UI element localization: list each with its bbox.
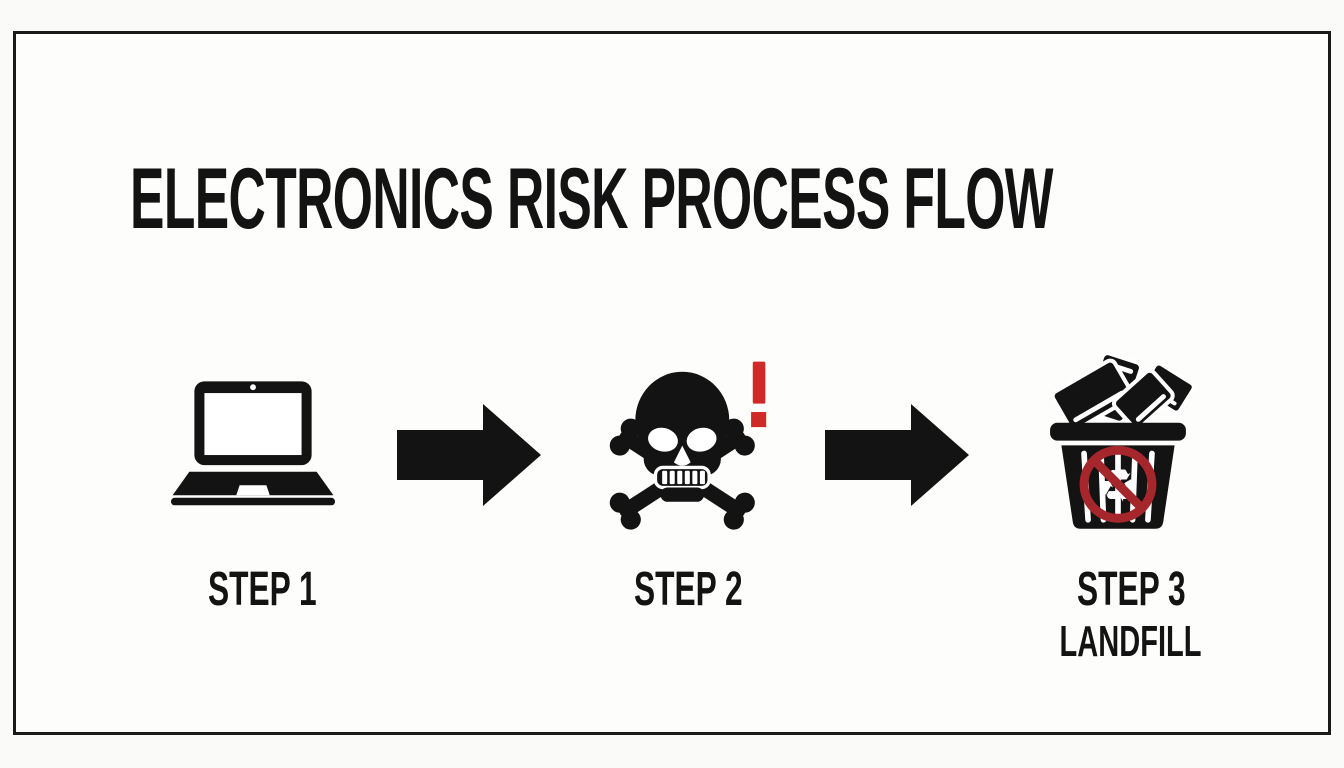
landfill-bin-icon: ♻ (1050, 351, 1196, 529)
skull-crossbones-icon (609, 361, 767, 530)
laptop-screen (204, 393, 302, 456)
alert-exclamation-icon (751, 361, 767, 428)
laptop-trackpad-notch (236, 485, 270, 496)
skull-eye-right (686, 427, 717, 452)
step-1-label: STEP 1 (207, 563, 317, 616)
skull-nose (673, 445, 691, 466)
laptop-base-lip (170, 497, 336, 506)
page-frame: ELECTRONICS RISK PROCESS FLOW (13, 31, 1331, 735)
no-recycling-icon: ♻ (1079, 445, 1157, 523)
diagram-title: ELECTRONICS RISK PROCESS FLOW (130, 156, 1344, 242)
diagram-title-text: ELECTRONICS RISK PROCESS FLOW (130, 151, 1054, 247)
laptop-icon (170, 381, 336, 506)
discarded-devices (1050, 351, 1196, 432)
skull-head (635, 371, 730, 502)
landfill-label: LANDFILL (1060, 617, 1202, 666)
arrow-shape (825, 404, 969, 506)
skull-chin (660, 487, 705, 502)
arrow-shape (397, 404, 541, 506)
step-3-label: STEP 3 (1076, 563, 1186, 616)
arrow-right-icon (397, 404, 541, 506)
bin-rim (1050, 422, 1186, 441)
laptop-webcam-dot (250, 384, 256, 391)
skull-teeth (662, 470, 705, 485)
skull-eye-left (648, 427, 678, 452)
laptop-deck (172, 471, 334, 496)
arrow-right-icon (825, 404, 969, 506)
step-2-label: STEP 2 (633, 563, 743, 616)
